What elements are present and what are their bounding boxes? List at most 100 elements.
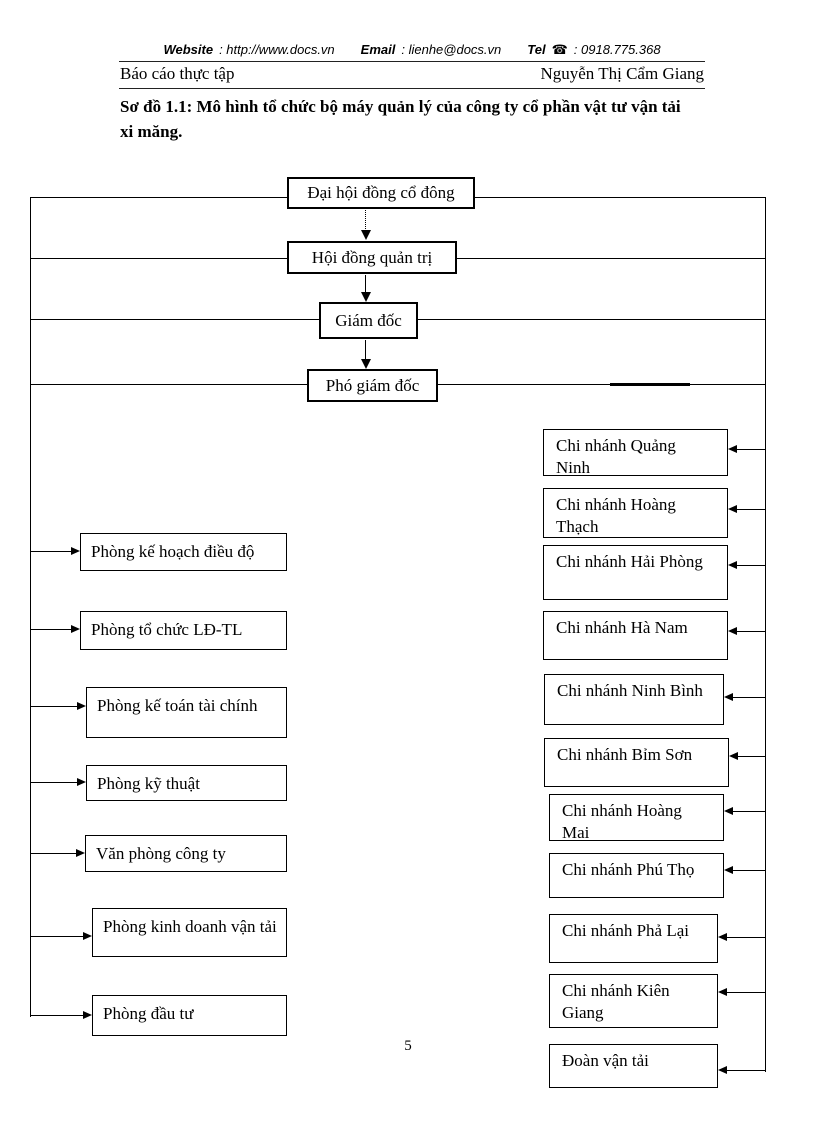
arrow-shaft [31,782,77,784]
org-box-branch-bim-son: Chi nhánh Bỉm Sơn [544,738,729,787]
header-divider [119,88,705,89]
arrow-head [728,627,737,635]
down-arrow-head [361,359,371,369]
arrow-head [77,778,86,786]
org-box-label: Đoàn vận tải [562,1051,649,1070]
arrow-head [71,625,80,633]
org-box-branch-hai-phong: Chi nhánh Hải Phòng [543,545,728,600]
org-box-label: Phòng kế toán tài chính [97,696,258,715]
org-box-label: Chi nhánh Quảng Ninh [556,436,676,477]
org-box-label: Chi nhánh Ninh Bình [557,681,703,700]
arrow-shaft [737,449,766,451]
arrow-shaft [31,936,83,938]
org-box-label: Phó giám đốc [325,375,420,395]
org-box-company-office: Văn phòng công ty [85,835,287,872]
arrow-head [718,933,727,941]
connector-line [30,384,307,386]
arrow-shaft [727,992,766,994]
org-box-dept-organization: Phòng tổ chức LĐ-TL [80,611,287,650]
connector-line [418,319,765,321]
arrow-head [83,1011,92,1019]
arrow-head [728,445,737,453]
arrow-shaft [31,629,71,631]
org-box-label: Giám đốc [335,310,402,330]
arrow-head [718,988,727,996]
email-value[interactable]: : lienhe@docs.vn [401,42,502,57]
org-box-label: Phòng kinh doanh vận tải [103,917,277,936]
doc-type: Báo cáo thực tập [120,64,235,83]
connector-line [457,258,765,260]
tel-value: : 0918.775.368 [573,42,661,57]
org-box-label: Phòng tổ chức LĐ-TL [91,620,243,639]
org-box-director: Giám đốc [319,302,418,339]
down-arrow-shaft [365,275,366,293]
org-box-branch-phu-tho: Chi nhánh Phú Thọ [549,853,724,898]
org-box-label: Văn phòng công ty [96,844,226,863]
org-box-branch-ninh-binh: Chi nhánh Ninh Bình [544,674,724,725]
arrow-shaft [727,937,766,939]
arrow-shaft [727,1070,766,1072]
arrow-head [724,693,733,701]
org-box-label: Chi nhánh Hoàng Thạch [556,495,676,536]
org-box-dept-technical: Phòng kỹ thuật [86,765,287,801]
author-name: Nguyễn Thị Cẩm Giang [540,64,704,83]
website-label: Website [163,42,214,57]
arrow-head [728,561,737,569]
website-value[interactable]: : http://www.docs.vn [219,42,335,57]
phone-icon: ☎ [551,42,568,57]
org-box-dept-transport-business: Phòng kinh doanh vận tải [92,908,287,957]
org-box-label: Hội đồng quản trị [311,247,433,267]
connector-line [475,197,765,199]
right-trunk-line [765,197,767,1072]
arrow-shaft [31,1015,83,1017]
header-divider [119,61,705,62]
down-arrow-head [361,292,371,302]
org-box-label: Chi nhánh Hà Nam [556,618,688,637]
org-box-label: Chi nhánh Hoàng Mai [562,801,682,842]
arrow-shaft [31,706,77,708]
org-box-label: Đại hội đồng cổ đông [307,183,455,203]
org-box-label: Phòng kỹ thuật [97,774,200,793]
org-box-dept-investment: Phòng đầu tư [92,995,287,1036]
arrow-head [76,849,85,857]
connector-line [30,258,287,260]
org-box-label: Chi nhánh Kiên Giang [562,981,670,1022]
down-arrow-shaft [365,340,366,360]
arrow-shaft [737,631,766,633]
org-box-branch-pha-lai: Chi nhánh Phả Lại [549,914,718,963]
org-box-branch-hoang-thach: Chi nhánh Hoàng Thạch [543,488,728,538]
org-box-label: Chi nhánh Bỉm Sơn [557,745,693,764]
arrow-head [724,807,733,815]
page-number: 5 [404,1038,412,1054]
org-box-dept-planning: Phòng kế hoạch điều độ [80,533,287,571]
arrow-shaft [31,853,76,855]
arrow-shaft [737,565,766,567]
arrow-head [83,932,92,940]
org-box-label: Phòng đầu tư [103,1004,194,1023]
arrow-head [729,752,738,760]
arrow-shaft [733,811,766,813]
running-header: Báo cáo thực tập Nguyễn Thị Cẩm Giang [120,64,704,84]
connector-line [438,384,765,386]
connector-line-thick [610,383,690,386]
org-box-label: Chi nhánh Phả Lại [562,921,690,940]
tel-label: Tel [527,42,546,57]
arrow-head [718,1066,727,1074]
org-box-board-of-directors: Hội đồng quản trị [287,241,457,274]
org-box-deputy-director: Phó giám đốc [307,369,438,402]
arrow-shaft [733,870,766,872]
org-box-transport-fleet: Đoàn vận tải [549,1044,718,1088]
org-box-shareholders-meeting: Đại hội đồng cổ đông [287,177,475,209]
org-box-label: Chi nhánh Hải Phòng [556,552,703,571]
org-box-branch-hoang-mai: Chi nhánh Hoàng Mai [549,794,724,842]
connector-line [30,197,287,199]
down-arrow-shaft [365,210,366,231]
arrow-head [724,866,733,874]
down-arrow-head [361,230,371,240]
org-box-label: Phòng kế hoạch điều độ [91,542,255,561]
arrow-head [71,547,80,555]
connector-line [30,319,319,321]
org-box-branch-ha-nam: Chi nhánh Hà Nam [543,611,728,660]
arrow-shaft [31,551,71,553]
